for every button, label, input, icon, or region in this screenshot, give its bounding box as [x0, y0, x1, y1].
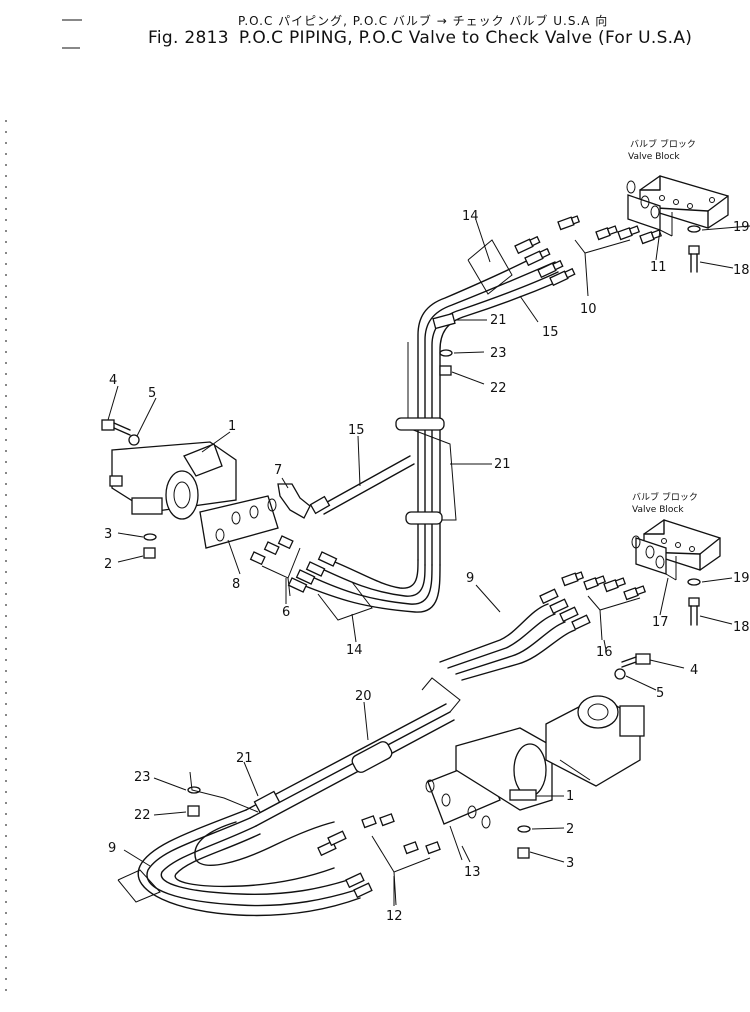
title-japanese: P.O.C パイピング, P.O.C バルブ → チェック バルブ U.S.A …	[238, 14, 609, 28]
lower-left-adapters	[361, 813, 441, 906]
upper-bolt-washer	[687, 225, 701, 273]
callout-l9a: 9	[466, 571, 474, 586]
callout-l19: 19	[733, 571, 750, 586]
callout-u14: 14	[462, 209, 479, 224]
callout-u5: 5	[148, 386, 156, 401]
upper-left-adapters	[249, 535, 301, 597]
callout-u8: 8	[232, 577, 240, 592]
upper-adapters	[557, 215, 663, 297]
lower-poc-valve	[455, 695, 645, 811]
lower-bolt-washer	[687, 578, 701, 626]
callout-l18: 18	[733, 620, 750, 635]
callout-u6: 6	[282, 605, 290, 620]
title-english: Fig. 2813 P.O.C PIPING, P.O.C Valve to Ch…	[148, 28, 702, 48]
callout-u15b: 15	[348, 423, 365, 438]
callout-l13: 13	[464, 865, 481, 880]
callout-l20: 20	[355, 689, 372, 704]
lower-hose-loop	[117, 809, 373, 917]
callout-l21: 21	[236, 751, 253, 766]
upper-left-bolt-4	[101, 419, 140, 446]
lower-gasket-plate	[631, 535, 677, 581]
upper-left-bolt-3	[143, 533, 157, 559]
upper-block-label-jp: バルブ ブロック	[630, 138, 696, 150]
upper-hose-bundle	[407, 235, 576, 566]
upper-block-label-en: Valve Block	[628, 152, 680, 162]
figure-title: P.O.C PIPING, P.O.C Valve to Check Valve…	[238, 28, 693, 48]
upper-lower-hoses	[287, 551, 441, 621]
callout-u3: 3	[104, 527, 112, 542]
left-edge-marks	[5, 19, 82, 1000]
callout-u14b: 14	[346, 643, 363, 658]
upper-valve-block: バルブ ブロック Valve Block	[628, 138, 729, 229]
callout-u2: 2	[104, 557, 112, 572]
tube-20	[245, 703, 455, 827]
callout-u22: 22	[490, 381, 507, 396]
figure-number: Fig. 2813	[148, 28, 229, 48]
leader-lines	[107, 219, 750, 906]
callout-l2: 2	[566, 822, 574, 837]
lower-block-label-jp: バルブ ブロック	[632, 491, 698, 503]
lower-clamp-and-bolt	[187, 771, 281, 817]
callout-l22: 22	[134, 808, 151, 823]
lower-adapters	[561, 571, 647, 641]
callout-u4: 4	[109, 373, 117, 388]
callout-l12: 12	[386, 909, 403, 924]
callout-u23: 23	[490, 346, 507, 361]
callout-u18: 18	[733, 263, 750, 278]
callout-u1: 1	[228, 419, 236, 434]
callout-l1: 1	[566, 789, 574, 804]
callout-u10: 10	[580, 302, 597, 317]
callout-l4: 4	[690, 663, 698, 678]
callout-l9b: 9	[108, 841, 116, 856]
upper-poc-valve	[109, 441, 279, 549]
callout-u21b: 21	[494, 457, 511, 472]
callout-u7: 7	[274, 463, 282, 478]
lower-hose-bundle-top	[421, 588, 591, 713]
callout-u19: 19	[733, 220, 750, 235]
callout-u21a: 21	[490, 313, 507, 328]
callout-u11: 11	[650, 260, 667, 275]
elbow-fitting-7	[277, 483, 311, 519]
callout-l23: 23	[134, 770, 151, 785]
lower-right-bolt-4	[614, 653, 651, 680]
callout-l17: 17	[652, 615, 669, 630]
callout-l3: 3	[566, 856, 574, 871]
callout-u15a: 15	[542, 325, 559, 340]
upper-bolt-23-22	[439, 349, 453, 376]
callout-numbers: 14 19 11 18 10 21 15 23 22 4 5 1 15 7 21…	[104, 209, 750, 924]
single-hose-15	[309, 455, 415, 515]
lower-block-label-en: Valve Block	[632, 505, 684, 515]
lower-right-bolt-3	[517, 825, 531, 859]
callout-l16: 16	[596, 645, 613, 660]
callout-l5: 5	[656, 686, 664, 701]
upper-clamps	[395, 312, 456, 525]
